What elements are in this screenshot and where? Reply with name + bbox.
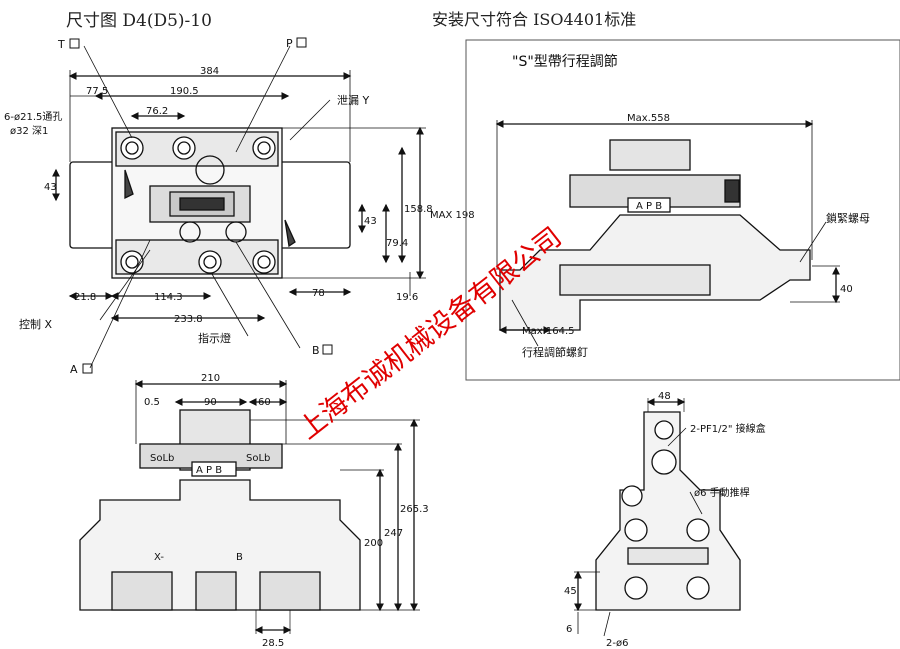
dim-90: 90 — [204, 397, 217, 408]
front-view — [79, 380, 420, 634]
port-b-label: B — [312, 344, 320, 357]
dim-190-5: 190.5 — [170, 86, 199, 97]
dim-19-6: 19.6 — [396, 292, 418, 303]
port-hole — [172, 136, 196, 160]
front-b-mark: B — [236, 552, 243, 563]
port-t-label: T — [57, 38, 65, 51]
p-port — [195, 155, 225, 185]
port-a-label: A — [70, 363, 78, 376]
pin-spec-label: 2-ø6 — [606, 638, 628, 649]
hole-depth-label: ø32 深1 — [10, 125, 48, 137]
s-panel-title: "S"型帶行程調節 — [512, 53, 618, 70]
dim-384: 384 — [200, 66, 219, 77]
solenoid-b-label: SoLb — [246, 453, 270, 464]
a-port — [179, 221, 201, 243]
s-panel-labels: "S"型帶行程調節 Max.558 Max.164.5 鎖緊螺母 40 行程調節… — [512, 53, 870, 359]
dim-78: 78 — [312, 288, 325, 299]
s-valve-apb-label: A P B — [636, 201, 662, 212]
front-view-labels: 210 0.5 90 60 200 247 265.3 28.5 SoLb So… — [144, 373, 429, 649]
lock-nut-label: 鎖緊螺母 — [826, 211, 870, 225]
dim-43-left: 43 — [44, 182, 57, 193]
port-hole — [198, 250, 222, 274]
dim-max-164-5: Max.164.5 — [522, 326, 574, 337]
s-panel-frame — [465, 39, 900, 381]
side-view-labels: 48 2-PF1/2" 接線盒 ø6 手動推桿 45 6 2-ø6 — [564, 391, 766, 649]
solenoid-a-label: SoLb — [150, 453, 174, 464]
dim-265-3: 265.3 — [400, 504, 429, 515]
hole-spec-label: 6-ø21.5通孔 — [4, 111, 62, 123]
front-apb-label: A P B — [196, 465, 222, 476]
dim-76-2: 76.2 — [146, 106, 168, 117]
indicator-label: 指示燈 — [198, 331, 231, 345]
junction-box-label: 2-PF1/2" 接線盒 — [690, 422, 766, 435]
mount-hole — [252, 136, 276, 160]
dim-114-3: 114.3 — [154, 292, 183, 303]
port-p-label: P — [286, 37, 293, 50]
port-y-label: 泄漏 Y — [337, 94, 369, 107]
dim-43-right: 43 — [364, 216, 377, 227]
dim-77-5: 77.5 — [86, 86, 108, 97]
dim-max-558: Max.558 — [627, 113, 670, 124]
dim-79-4: 79.4 — [386, 238, 408, 249]
dim-28-5: 28.5 — [262, 638, 284, 649]
side-body-outline — [595, 411, 741, 611]
dim-48: 48 — [658, 391, 671, 402]
dim-210: 210 — [201, 373, 220, 384]
dim-6: 6 — [566, 624, 572, 635]
port-x-label: 控制 X — [19, 317, 52, 331]
manual-lever-label: ø6 手動推桿 — [694, 486, 750, 499]
standard-note: 安装尺寸符合 ISO4401标准 — [432, 10, 637, 29]
front-x-mark: X- — [154, 552, 164, 563]
dim-60: 60 — [258, 397, 271, 408]
dim-40: 40 — [840, 284, 853, 295]
dim-233-8: 233.8 — [174, 314, 203, 325]
dim-21-8: 21.8 — [74, 292, 96, 303]
mount-hole — [252, 250, 276, 274]
dim-158-8: 158.8 — [404, 204, 433, 215]
stroke-screw-label: 行程調節螺釘 — [522, 345, 588, 359]
mount-hole — [120, 136, 144, 160]
s-type-panel — [465, 39, 900, 381]
page-title: 尺寸图 D4(D5)-10 — [66, 11, 212, 31]
side-view — [574, 398, 741, 637]
top-view-labels: T P 泄漏 Y 控制 X A B 6-ø21.5通孔 ø32 深1 指示燈 3… — [4, 37, 475, 376]
dim-247: 247 — [384, 528, 403, 539]
dim-max-198: MAX 198 — [430, 210, 475, 221]
dim-0-5: 0.5 — [144, 397, 160, 408]
dim-45: 45 — [564, 586, 577, 597]
dim-200: 200 — [364, 538, 383, 549]
top-view — [52, 45, 426, 369]
